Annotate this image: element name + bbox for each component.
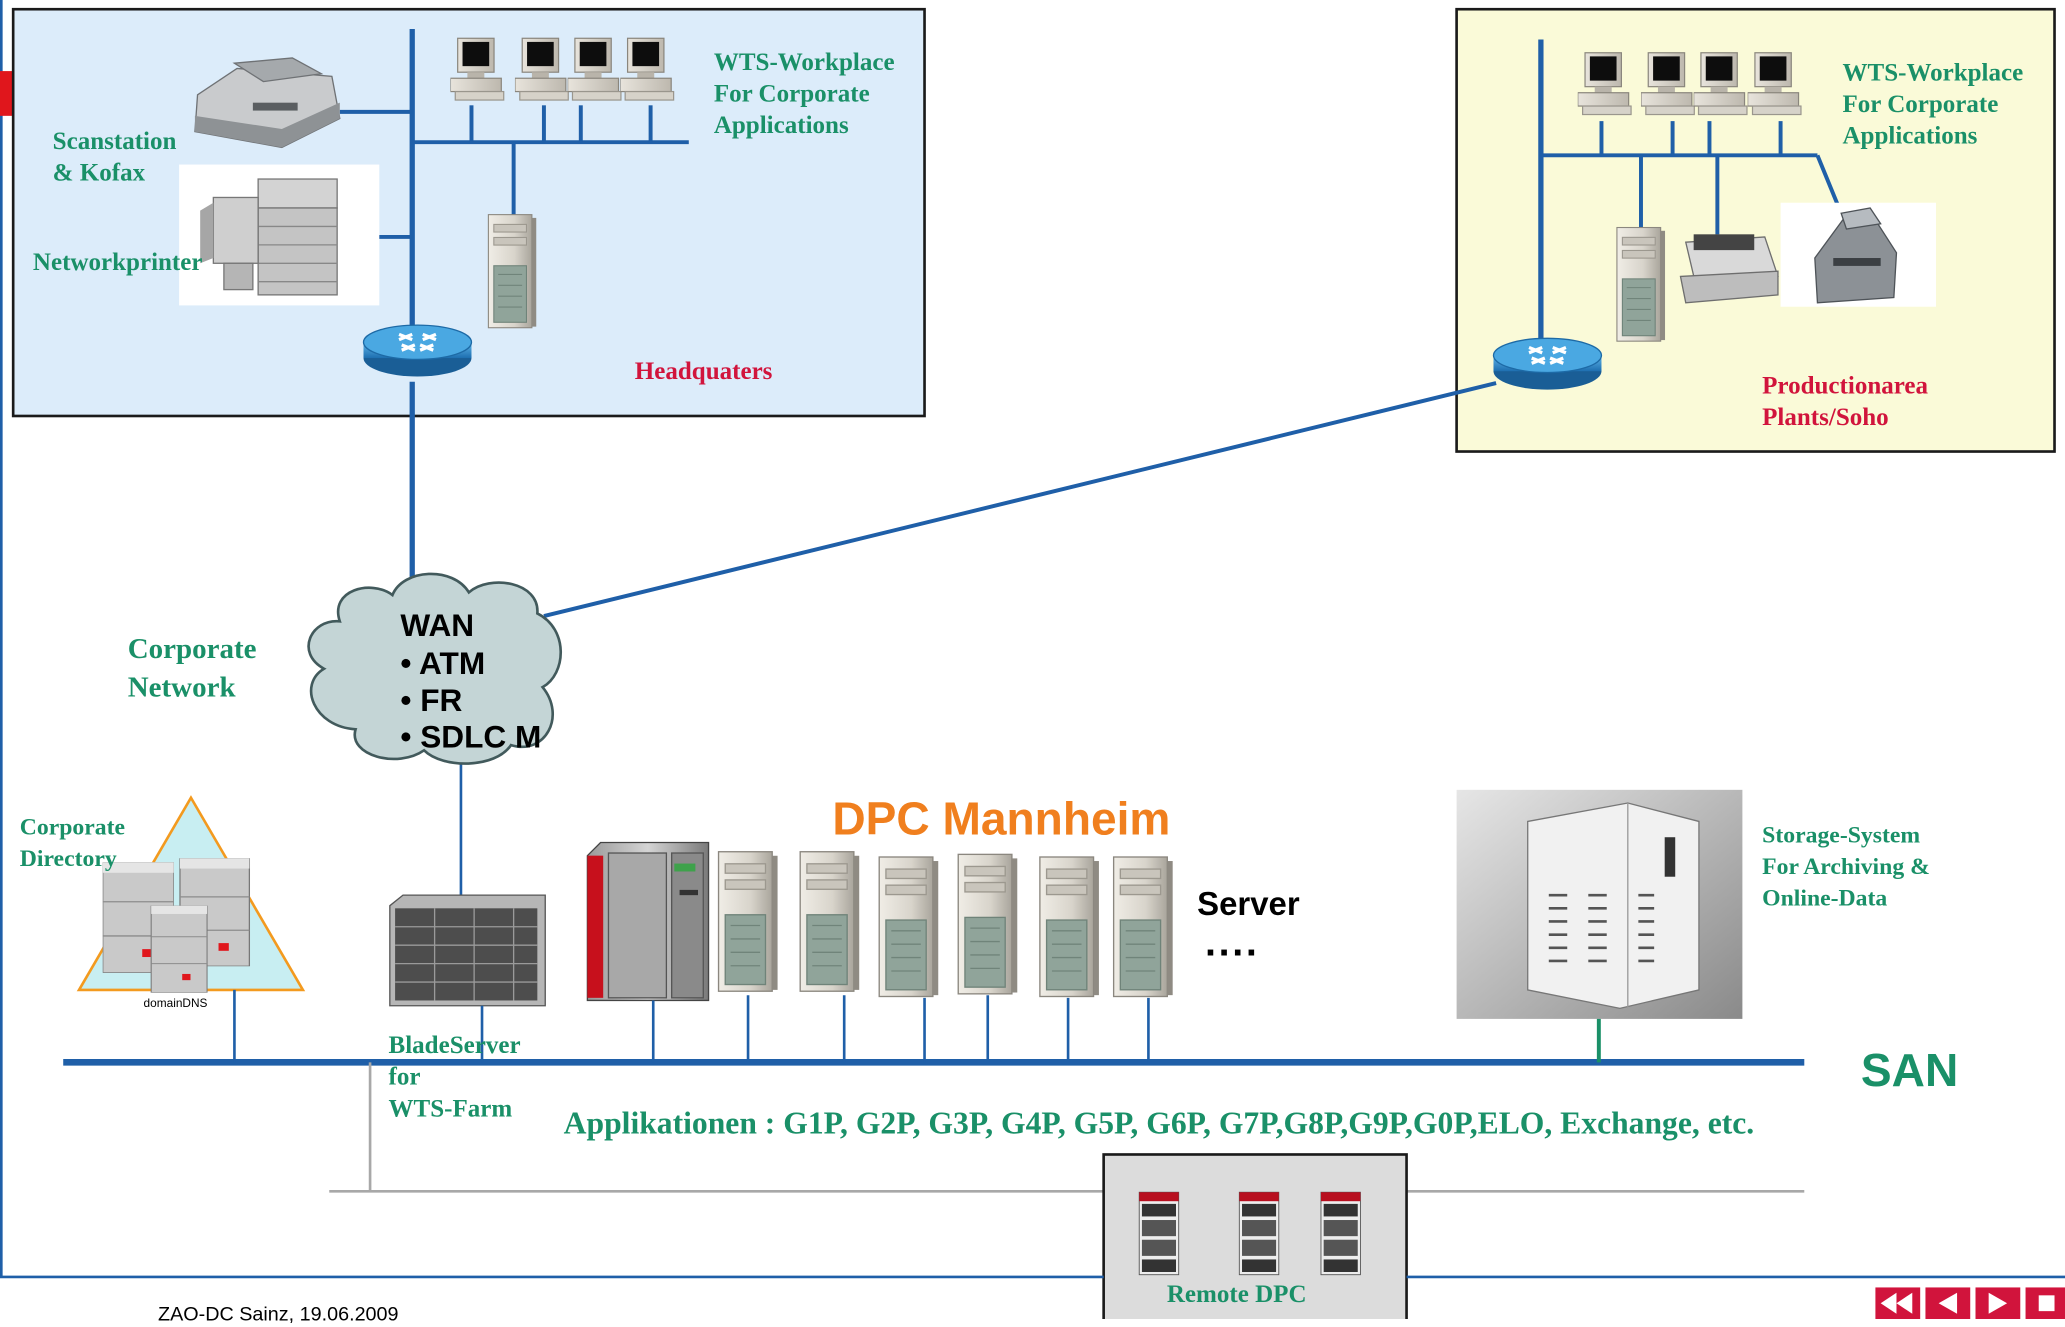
router-icon <box>1491 336 1604 392</box>
server-tower-icon <box>799 851 860 992</box>
server-tower-icon <box>1039 856 1100 998</box>
scanner-icon <box>1780 202 1936 307</box>
nav-last-button[interactable] <box>2025 1287 2065 1320</box>
bladeserver-label: BladeServer for WTS-Farm <box>388 1032 521 1123</box>
server-rack-icon <box>1138 1191 1180 1276</box>
hq-workplace-label: WTS-Workplace For Corporate Applications <box>713 48 895 140</box>
wan-item-sdlc: • SDLC <box>400 720 507 756</box>
server-rack-icon <box>1238 1191 1280 1276</box>
scanstation-label: Scanstation & Kofax <box>52 127 177 187</box>
server-tower-icon <box>957 853 1018 995</box>
server-rack-icon <box>1320 1191 1362 1276</box>
networkprinter-label: Networkprinter <box>32 248 203 277</box>
footer-author: ZAO-DC Sainz, 19.06.2009 <box>158 1303 399 1326</box>
dpc-title: DPC Mannheim <box>832 793 1171 846</box>
productionarea-label: Productionarea Plants/Soho <box>1762 372 1929 432</box>
nav-next-button[interactable] <box>1975 1287 2021 1320</box>
wan-overflow-text: M <box>514 720 542 756</box>
server-label: Server <box>1197 885 1300 923</box>
blade-server-icon <box>389 894 546 1007</box>
server-tower-icon <box>1112 856 1174 998</box>
scanner-icon <box>194 57 341 149</box>
wan-cloud <box>307 572 562 765</box>
remote-dpc-label: Remote DPC <box>1166 1280 1307 1309</box>
applications-label: Applikationen : G1P, G2P, G3P, G4P, G5P,… <box>563 1107 1755 1142</box>
storage-system-icon <box>1456 789 1743 1019</box>
wan-title: WAN <box>400 608 475 644</box>
domain-dns-label: domainDNS <box>143 996 208 1010</box>
nav-first-button[interactable] <box>1875 1287 1921 1320</box>
mainframe-icon <box>586 841 710 1002</box>
wan-item-fr: • FR <box>400 683 463 719</box>
server-tower-icon <box>878 856 939 998</box>
desk-printer-icon <box>1679 234 1779 304</box>
headquarters-label: Headquaters <box>634 358 773 386</box>
server-tower-icon <box>717 851 779 992</box>
san-label: SAN <box>1860 1045 1959 1097</box>
corporate-directory-icon <box>76 795 306 993</box>
server-tower-icon <box>487 214 537 329</box>
corporate-network-label: Corporate Network <box>127 631 257 703</box>
server-ellipsis: .... <box>1205 921 1260 965</box>
wan-item-atm: • ATM <box>400 646 486 682</box>
corporate-directory-label: Corporate Directory <box>19 813 126 872</box>
network-printer-icon <box>179 164 380 306</box>
production-workplace-label: WTS-Workplace For Corporate Applications <box>1842 59 2024 151</box>
router-icon <box>361 323 474 379</box>
server-tower-icon <box>1616 226 1666 342</box>
nav-previous-button[interactable] <box>1925 1287 1971 1320</box>
storage-system-label: Storage-System For Archiving & Online-Da… <box>1762 821 1930 911</box>
